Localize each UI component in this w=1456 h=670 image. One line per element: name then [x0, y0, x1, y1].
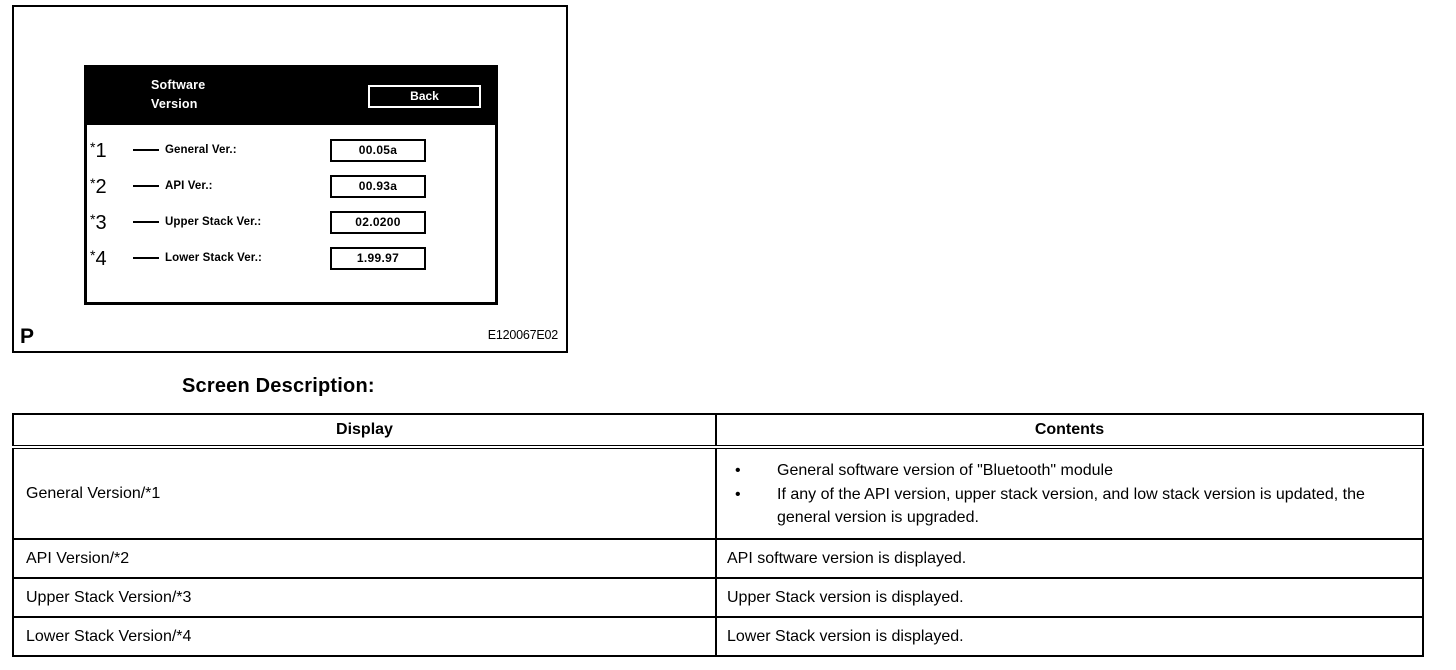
- screen-header-bar: Software Version Back: [87, 68, 495, 125]
- cell-display-general-version: General Version/*1: [12, 446, 717, 540]
- list-item-text: General software version of "Bluetooth" …: [777, 461, 1113, 479]
- callout-star: *: [90, 210, 96, 227]
- bullet-icon: •: [735, 485, 741, 503]
- page-marker: P: [20, 325, 35, 348]
- table-header-row: Display Contents: [12, 413, 1424, 449]
- device-screen: Software Version Back *1 General Ver.: 0…: [84, 65, 498, 305]
- version-row: *3 Upper Stack Ver.: 02.0200: [87, 204, 495, 240]
- cell-contents-general-version: • General software version of "Bluetooth…: [715, 446, 1424, 540]
- bullet-icon: •: [735, 461, 741, 479]
- version-row: *4 Lower Stack Ver.: 1.99.97: [87, 240, 495, 276]
- cell-display-upper-stack-version: Upper Stack Version/*3: [12, 577, 717, 618]
- leader-line: [133, 221, 159, 223]
- callout-marker-3: *3: [87, 212, 133, 233]
- leader-line: [133, 149, 159, 151]
- list-item: • General software version of "Bluetooth…: [727, 459, 1412, 482]
- version-row: *2 API Ver.: 00.93a: [87, 168, 495, 204]
- version-label-general: General Ver.:: [165, 144, 237, 156]
- version-label-upper-stack: Upper Stack Ver.:: [165, 216, 262, 228]
- table-row: API Version/*2 API software version is d…: [12, 538, 1424, 579]
- leader-line: [133, 185, 159, 187]
- table-row: General Version/*1 • General software ve…: [12, 446, 1424, 540]
- version-label-api: API Ver.:: [165, 180, 213, 192]
- cell-contents-lower-stack-version: Lower Stack version is displayed.: [715, 616, 1424, 657]
- version-value-general: 00.05a: [330, 138, 426, 162]
- callout-marker-2: *2: [87, 176, 133, 197]
- figure-code: E120067E02: [487, 328, 558, 342]
- callout-number: 3: [95, 211, 107, 234]
- bullet-list: • General software version of "Bluetooth…: [727, 459, 1412, 529]
- table-row: Lower Stack Version/*4 Lower Stack versi…: [12, 616, 1424, 657]
- callout-marker-4: *4: [87, 248, 133, 269]
- illustration-frame: Software Version Back *1 General Ver.: 0…: [12, 5, 568, 353]
- screen-body: *1 General Ver.: 00.05a *2 API Ver.: 00.…: [87, 125, 495, 302]
- cell-contents-upper-stack-version: Upper Stack version is displayed.: [715, 577, 1424, 618]
- screen-title: Software Version: [151, 78, 206, 111]
- version-row: *1 General Ver.: 00.05a: [87, 132, 495, 168]
- callout-star: *: [90, 174, 96, 191]
- list-item-text: If any of the API version, upper stack v…: [777, 485, 1365, 526]
- list-item: • If any of the API version, upper stack…: [727, 483, 1412, 529]
- leader-line: [133, 257, 159, 259]
- screen-description-table: Display Contents General Version/*1 • Ge…: [12, 413, 1424, 657]
- callout-number: 4: [95, 247, 107, 270]
- back-button[interactable]: Back: [368, 85, 481, 108]
- cell-display-lower-stack-version: Lower Stack Version/*4: [12, 616, 717, 657]
- callout-star: *: [90, 246, 96, 263]
- version-value-upper-stack: 02.0200: [330, 210, 426, 234]
- version-value-lower-stack: 1.99.97: [330, 246, 426, 270]
- column-header-display: Display: [12, 413, 717, 449]
- cell-display-api-version: API Version/*2: [12, 538, 717, 579]
- version-label-lower-stack: Lower Stack Ver.:: [165, 252, 262, 264]
- column-header-contents: Contents: [715, 413, 1424, 449]
- callout-number: 2: [95, 175, 107, 198]
- cell-contents-api-version: API software version is displayed.: [715, 538, 1424, 579]
- version-value-api: 00.93a: [330, 174, 426, 198]
- callout-marker-1: *1: [87, 140, 133, 161]
- page-title: Screen Description:: [182, 375, 375, 397]
- table-row: Upper Stack Version/*3 Upper Stack versi…: [12, 577, 1424, 618]
- callout-star: *: [90, 138, 96, 155]
- callout-number: 1: [95, 139, 107, 162]
